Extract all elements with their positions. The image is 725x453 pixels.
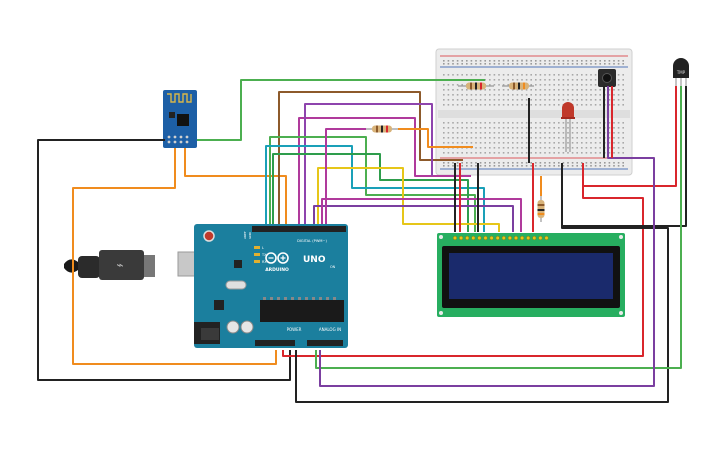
wires (37, 79, 687, 403)
wire-green-analog (315, 86, 682, 369)
resistor-2 (502, 82, 534, 90)
reset-button[interactable] (203, 230, 215, 242)
wire-green-esp (197, 79, 485, 141)
wire-black-esp (37, 139, 291, 381)
wire-orange-esp-1 (72, 148, 277, 365)
rx-label: RX (262, 260, 267, 264)
temperature-sensor: TMP (673, 58, 689, 86)
wire-green-digital (269, 136, 476, 232)
lcd-display (437, 233, 625, 317)
lcd-pins (452, 235, 549, 241)
wire-magenta-lcd (321, 198, 522, 232)
wire-orange-res (398, 128, 473, 148)
breadboard-holes (443, 60, 624, 167)
resistor-4 (537, 196, 545, 222)
ir-receiver (598, 69, 616, 87)
wire-purple-analog (319, 86, 655, 387)
wire-magenta-2 (304, 103, 433, 228)
resistor-3 (366, 125, 398, 133)
usb-cable: ⌁ (64, 250, 217, 280)
l-label: L (262, 246, 264, 250)
wire-orange-esp-2 (184, 148, 287, 228)
arduino-model: UNO (303, 255, 326, 265)
wire-red-temp (582, 86, 677, 187)
digital-header-label: DIGITAL (PWM~) (297, 239, 327, 243)
aref-label: AREF (243, 231, 247, 239)
wire-purple-lcd (313, 205, 514, 232)
arduino-uno: ARDUINO UNO DIGITAL (PWM~) AREF GND TX R… (194, 224, 348, 348)
esp8266-module (163, 90, 197, 148)
tx-label: TX (261, 253, 267, 257)
on-label: ON (330, 265, 336, 269)
analog-header-label: ANALOG IN (319, 327, 341, 332)
arduino-logo-icon (265, 252, 289, 264)
breadboard (435, 48, 633, 176)
wire-black-temp (561, 86, 687, 227)
wire-magenta-res (325, 128, 366, 228)
wire-brown (278, 91, 463, 228)
power-header-label: POWER (287, 327, 302, 332)
wire-red-power (282, 163, 644, 357)
usb-icon: ⌁ (116, 258, 123, 272)
temp-sensor-label: TMP (676, 70, 686, 75)
wire-yellow (317, 167, 500, 232)
gnd-label: GND (248, 231, 252, 239)
red-led (561, 102, 575, 152)
arduino-logo-text: ARDUINO (265, 267, 289, 273)
resistor-1 (458, 82, 494, 90)
